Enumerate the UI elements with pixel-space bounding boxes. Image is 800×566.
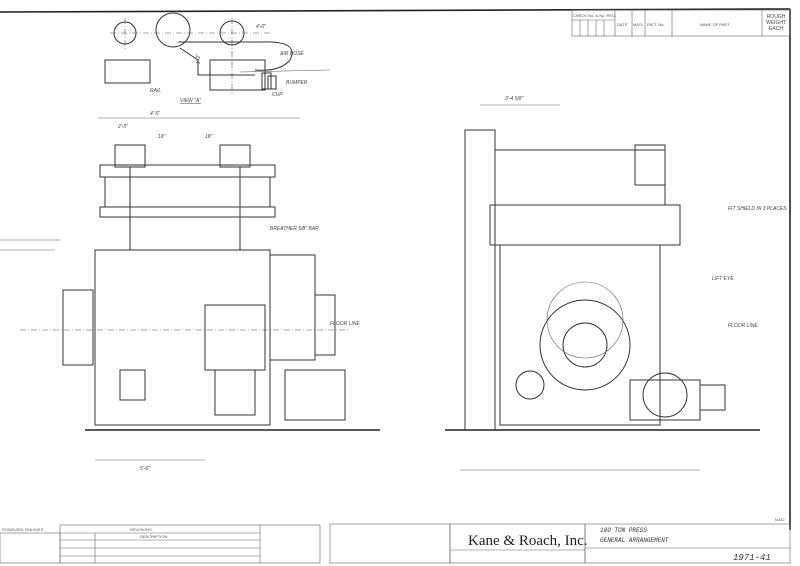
dim-height: 1'-2": [196, 54, 202, 64]
check-header: CHECK No. & No. REQ.: [573, 13, 616, 18]
title-block: STANDARD FINISHES REVISIONS DESCRIPTION …: [0, 517, 791, 564]
dim-label: 5'-6": [140, 466, 150, 472]
dim-label: 18": [205, 134, 213, 140]
rail-label: RAIL: [150, 88, 161, 94]
top-border: [0, 8, 791, 13]
dim-top: 4'-0": [256, 24, 266, 30]
floor-line-label: FLOOR LINE: [728, 323, 758, 329]
part-subtitle: GENERAL ARRANGEMENT: [600, 537, 669, 544]
name-header: NAME OF PART: [700, 22, 730, 27]
matl-header: MATL: [633, 22, 644, 27]
view-a-detail: 4'-0" 1'-2" AIR HOSE BUMPER RAIL CUP VIE…: [104, 12, 331, 104]
air-hose-label: AIR HOSE: [279, 51, 305, 57]
side-elevation: 4'-5" 2'-5" 18" 18" 5'-6" BREATHER 5/8" …: [0, 111, 380, 472]
parts-list-header: CHECK No. & No. REQ. DATE MATL PATT. No.…: [571, 9, 791, 37]
part-title: 100 TON PRESS: [600, 527, 647, 534]
dim-label: 3'-4 5/8": [505, 96, 524, 102]
bumper-label: BUMPER: [286, 80, 308, 86]
cup-label: CUP: [272, 92, 283, 98]
note-label: LIFT EYE: [712, 276, 734, 282]
drawing-number: 1971-41: [733, 553, 771, 563]
description-header: DESCRIPTION: [140, 534, 167, 539]
sheet-code: N332: [775, 517, 785, 522]
date-header: DATE: [617, 22, 628, 27]
patt-header: PATT. No.: [647, 22, 665, 27]
front-elevation: 3'-4 5/8" FIT SHIELD IN 3 PLACES FLOOR L…: [445, 96, 787, 471]
view-a-title: VIEW "A": [180, 98, 201, 104]
note-label: BREATHER 5/8" BAR: [270, 226, 319, 232]
note-label: FIT SHIELD IN 3 PLACES: [728, 206, 787, 212]
dim-label: 2'-5": [117, 124, 128, 130]
floor-line-label: FLOOR LINE: [330, 321, 360, 327]
dim-label: 18": [158, 134, 166, 140]
revisions-header: REVISIONS: [130, 527, 152, 532]
company-name: Kane & Roach, Inc.: [468, 533, 588, 549]
weight-header: ROUGH WEIGHT EACH: [766, 14, 786, 32]
dim-label: 4'-5": [150, 111, 160, 117]
standard-finishes: STANDARD FINISHES: [2, 527, 44, 532]
